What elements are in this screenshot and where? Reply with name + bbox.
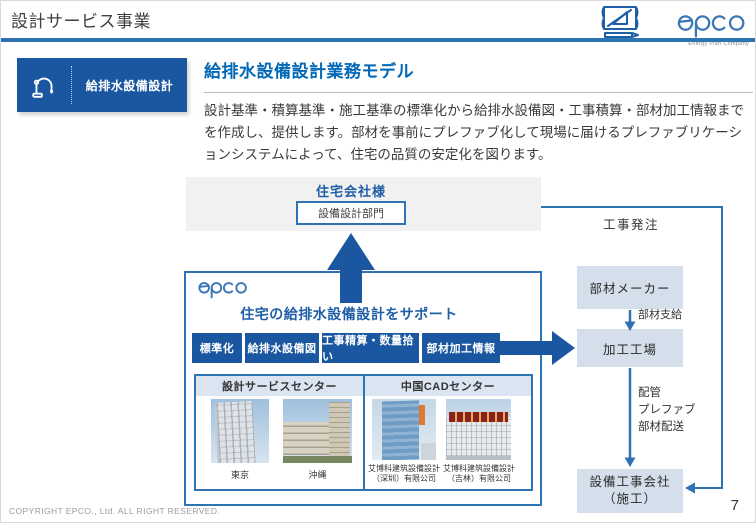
okinawa-building-photo bbox=[283, 399, 352, 463]
title-divider bbox=[1, 38, 755, 42]
photo-caption-jilin: 艾博科建筑設備設計 （吉林）有限公司 bbox=[443, 464, 515, 483]
blueprint-icon bbox=[598, 4, 644, 45]
shenzhen-building-photo bbox=[372, 399, 436, 460]
epco-logo: Energy Plan Company bbox=[665, 9, 749, 47]
chip-cost-quantity: 工事精算・数量拾い bbox=[322, 333, 419, 363]
support-title: 住宅の給排水設備設計をサポート bbox=[240, 306, 458, 322]
order-label: 工事発注 bbox=[602, 218, 659, 232]
photo-caption-tokyo: 東京 bbox=[230, 470, 249, 480]
delivery-arrowhead bbox=[624, 457, 636, 467]
section-body-text: 設計基準・積算基準・施工基準の標準化から給排水設備図・工事積算・部材加工情報まで… bbox=[204, 103, 744, 162]
design-service-center-box: 設計サービスセンター 東京 沖縄 bbox=[194, 374, 365, 491]
delivery-label: 配管 プレファブ 部材配送 bbox=[638, 387, 696, 433]
processing-factory-box: 加工工場 bbox=[577, 329, 683, 367]
photo-caption-shenzhen: 艾博科建筑設備設計 （深圳）有限公司 bbox=[368, 464, 440, 483]
page-title: 設計サービス事業 bbox=[11, 12, 151, 31]
epco-tagline: Energy Plan Company bbox=[688, 41, 749, 47]
tokyo-building-photo bbox=[211, 399, 269, 463]
housing-company-title: 住宅会社様 bbox=[315, 184, 386, 199]
order-connector-arrowhead bbox=[685, 482, 695, 494]
china-cad-center-box: 中国CADセンター 艾博科建筑設備設計 （深圳）有限公司 艾博科建筑設備設計 （… bbox=[365, 374, 533, 491]
china-cad-center-title: 中国CADセンター bbox=[365, 376, 531, 396]
jilin-building-photo bbox=[446, 399, 511, 460]
faucet-icon bbox=[17, 66, 72, 104]
photo-caption-okinawa: 沖縄 bbox=[308, 470, 327, 480]
heading-divider bbox=[204, 92, 753, 93]
equipment-design-dept-box: 設備設計部門 bbox=[296, 201, 406, 225]
page-number: 7 bbox=[730, 497, 739, 514]
parts-supply-label: 部材支給 bbox=[638, 309, 682, 321]
design-service-center-title: 設計サービスセンター bbox=[196, 376, 363, 396]
epco-logo-small bbox=[198, 278, 250, 304]
chip-plumbing-drawings: 給排水設備図 bbox=[245, 333, 319, 363]
service-card-label: 給排水設備設計 bbox=[85, 78, 174, 93]
copyright-text: COPYRIGHT EPCO., Ltd. ALL RIGHT RESERVED… bbox=[9, 506, 221, 516]
contractor-box: 設備工事会社 （施工） bbox=[577, 469, 683, 513]
section-heading: 給排水設備設計業務モデル bbox=[204, 62, 414, 81]
chip-material-processing-info: 部材加工情報 bbox=[422, 333, 500, 363]
chip-standardization: 標準化 bbox=[192, 333, 242, 363]
parts-maker-box: 部材メーカー bbox=[577, 266, 683, 309]
service-card: 給排水設備設計 bbox=[17, 58, 187, 112]
